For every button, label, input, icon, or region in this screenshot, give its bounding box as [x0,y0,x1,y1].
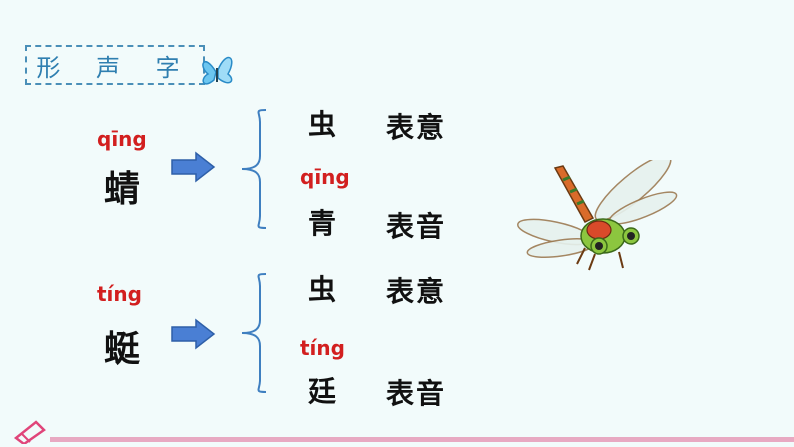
component-char: 虫 [308,108,337,141]
section-title: 形 声 字 [25,45,205,85]
character: 蜻 [104,169,141,210]
component-pinyin: qīng [300,165,350,189]
butterfly-icon [202,56,233,85]
component-role: 表音 [386,377,447,410]
component-role: 表意 [386,111,447,144]
component-pinyin: tíng [300,336,345,360]
char-pinyin: tíng [97,282,142,306]
component-char: 虫 [308,273,337,306]
brace [241,273,267,393]
component-role: 表意 [386,275,447,308]
brace [241,109,267,229]
component-role: 表音 [386,210,447,243]
arrow-right-icon [171,318,216,350]
dragonfly-icon [517,160,678,271]
character: 蜓 [104,329,141,370]
bottom-bar [50,437,794,442]
char-pinyin: qīng [97,127,147,151]
component-char: 青 [308,207,337,240]
arrow-right-icon [171,151,216,183]
component-char: 廷 [308,375,337,408]
pencil-icon [13,420,46,444]
